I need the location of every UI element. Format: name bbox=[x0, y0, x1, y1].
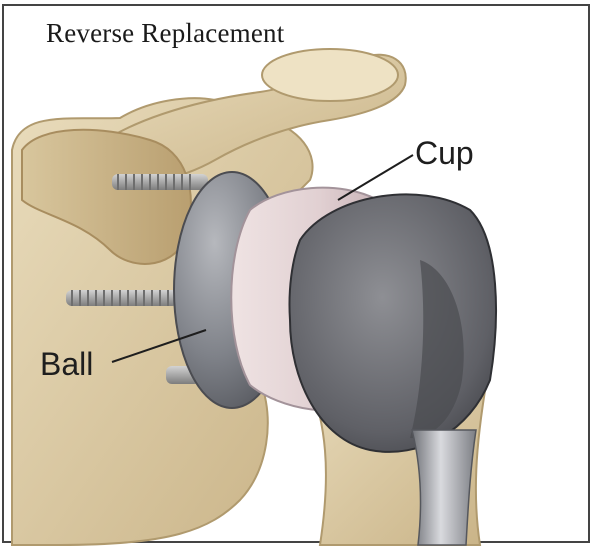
cup-label: Cup bbox=[415, 135, 474, 172]
acromion-tip bbox=[262, 49, 398, 101]
screw-middle bbox=[66, 290, 178, 306]
humeral-component bbox=[289, 194, 495, 452]
screw-top bbox=[112, 174, 208, 190]
figure-title: Reverse Replacement bbox=[46, 18, 284, 49]
humeral-stem bbox=[412, 430, 476, 545]
ball-label: Ball bbox=[40, 346, 93, 383]
